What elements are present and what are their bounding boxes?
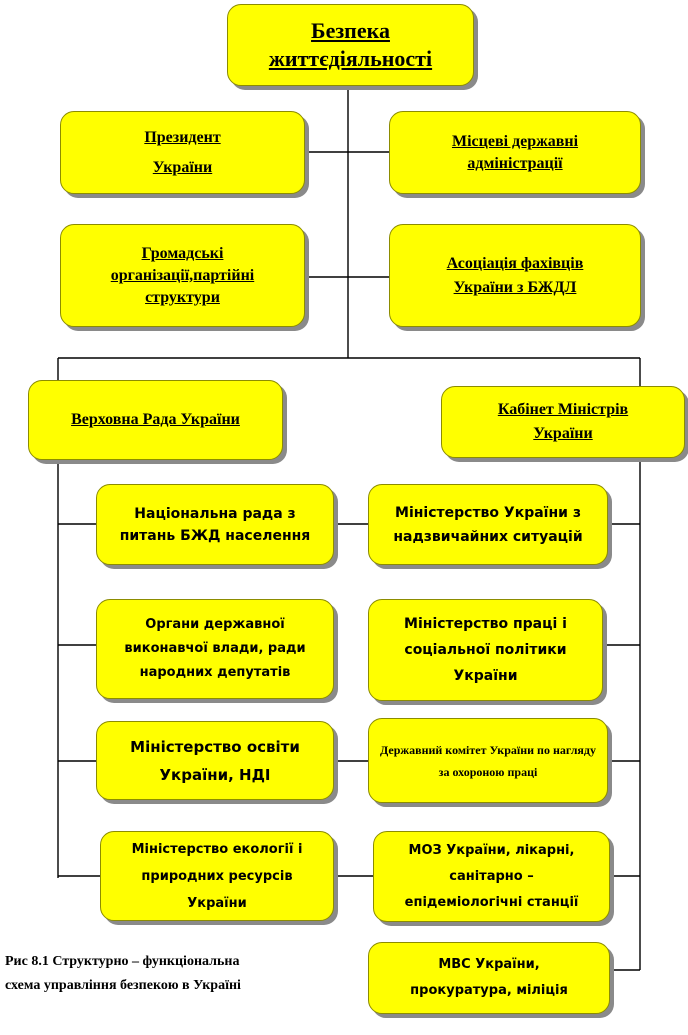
president-box: Президент України (60, 111, 305, 194)
education-ministry-box: Міністерство освіти України, НДІ (96, 721, 334, 800)
local-admin-label: Місцеві державні адміністрації (451, 132, 579, 172)
health-ministry-label: МОЗ України, лікарні, санітарно – епідем… (404, 842, 579, 910)
education-ministry-label: Міністерство освіти України, НДІ (130, 737, 300, 784)
labour-ministry-box: Міністерство праці і соціальної політики… (368, 599, 603, 701)
ecology-ministry-box: Міністерство екології і природних ресурс… (100, 831, 334, 921)
executive-bodies-box: Органи державної виконавчої влади, ради … (96, 599, 334, 699)
root-label: Безпека життєдіяльності (268, 18, 433, 71)
bzhdl-association-label: Асоціація фахівців України з БЖДЛ (446, 254, 584, 296)
cabinet-label: Кабінет Міністрів України (497, 401, 629, 442)
caption-line-2: схема управління безпекою в Україні (5, 978, 241, 993)
verkhovna-rada-label: Верховна Рада України (71, 411, 240, 428)
labour-ministry-label: Міністерство праці і соціальної політики… (404, 616, 567, 684)
root-box: Безпека життєдіяльності (227, 4, 474, 86)
local-admin-box: Місцеві державні адміністрації (389, 111, 641, 194)
emergency-ministry-label: Міністерство України з надзвичайних ситу… (393, 504, 583, 545)
cabinet-box: Кабінет Міністрів України (441, 386, 685, 458)
national-council-label: Національна рада з питань БЖД населення (119, 505, 311, 544)
ecology-ministry-label: Міністерство екології і природних ресурс… (131, 841, 303, 911)
interior-ministry-label: МВС України, прокуратура, міліція (410, 957, 568, 998)
labour-supervision-label: Державний комітет України по нагляду за … (379, 742, 596, 779)
health-ministry-box: МОЗ України, лікарні, санітарно – епідем… (373, 831, 610, 922)
president-label: Президент України (144, 128, 221, 176)
national-council-box: Національна рада з питань БЖД населення (96, 484, 334, 565)
executive-bodies-label: Органи державної виконавчої влади, ради … (124, 617, 306, 680)
labour-supervision-box: Державний комітет України по нагляду за … (368, 718, 608, 803)
public-orgs-label: Громадські організації,партійні структур… (110, 244, 255, 306)
figure-caption: Рис 8.1 Структурно – функціональна схема… (5, 950, 335, 998)
emergency-ministry-box: Міністерство України з надзвичайних ситу… (368, 484, 608, 565)
bzhdl-association-box: Асоціація фахівців України з БЖДЛ (389, 224, 641, 327)
public-orgs-box: Громадські організації,партійні структур… (60, 224, 305, 327)
caption-line-1: Рис 8.1 Структурно – функціональна (5, 954, 240, 969)
interior-ministry-box: МВС України, прокуратура, міліція (368, 942, 610, 1014)
verkhovna-rada-box: Верховна Рада України (28, 380, 283, 460)
